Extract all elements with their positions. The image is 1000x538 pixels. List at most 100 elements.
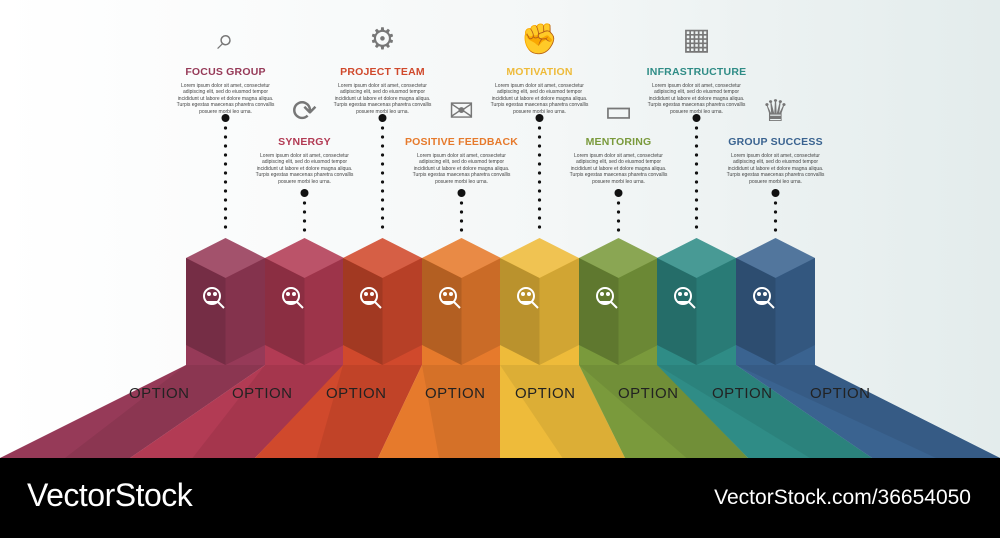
connector-dot bbox=[223, 144, 228, 148]
connector-dot bbox=[616, 219, 621, 223]
connector-dot bbox=[694, 189, 699, 193]
cube-side bbox=[382, 258, 422, 365]
connector-dot bbox=[223, 216, 228, 220]
label-title: MENTORING bbox=[585, 136, 652, 148]
cube-front bbox=[736, 258, 776, 365]
label-block: FOCUS GROUP Lorem ipsum dolor sit amet, c… bbox=[161, 66, 291, 115]
connector-dot bbox=[773, 210, 778, 214]
label-description: Lorem ipsum dolor sit amet, consectetur … bbox=[333, 83, 432, 115]
connector-dot bbox=[459, 219, 464, 223]
floor-strip-shadow bbox=[192, 365, 344, 458]
floor-strip-shadow bbox=[500, 365, 625, 458]
floor-strip-shadow bbox=[579, 365, 748, 458]
connector-anchor bbox=[692, 114, 701, 122]
footer-bar: VectorStock VectorStock.com/36654050 bbox=[0, 458, 1000, 538]
option-label: OPTION bbox=[515, 385, 576, 402]
connector-dot bbox=[773, 201, 778, 205]
label-title: INFRASTRUCTURE bbox=[646, 66, 747, 78]
floor-strip-shadow bbox=[422, 365, 501, 458]
cube-side bbox=[225, 258, 265, 365]
connector-dot bbox=[537, 207, 542, 211]
label-description: Lorem ipsum dolor sit amet, consectetur … bbox=[569, 153, 668, 185]
cube bbox=[736, 238, 815, 365]
cube-front bbox=[265, 258, 305, 365]
connector-dot bbox=[694, 207, 699, 211]
connector-dot bbox=[694, 180, 699, 184]
cube-side bbox=[775, 258, 815, 365]
synergy-cube-icon bbox=[282, 287, 304, 309]
infrastructure-cube-icon bbox=[674, 287, 696, 309]
cubes bbox=[186, 238, 815, 365]
connector-dot bbox=[537, 180, 542, 184]
focus-group-icon: ⌕ bbox=[217, 23, 234, 56]
option-label: OPTION bbox=[712, 385, 773, 402]
connector-anchor bbox=[378, 114, 387, 122]
project-team-icon: ⚙ bbox=[369, 23, 396, 56]
option-label: OPTION bbox=[425, 385, 486, 402]
brand-logo: VectorStock bbox=[27, 477, 193, 513]
connector-dot bbox=[380, 153, 385, 157]
label-title: FOCUS GROUP bbox=[185, 66, 266, 78]
option-label: OPTION bbox=[810, 385, 871, 402]
connector-dot bbox=[380, 198, 385, 202]
connector-dot bbox=[616, 201, 621, 205]
connector-dots bbox=[221, 114, 780, 232]
connector-dot bbox=[537, 171, 542, 175]
image-id: VectorStock.com/36654050 bbox=[714, 486, 971, 509]
label-block: MENTORING Lorem ipsum dolor sit amet, con… bbox=[554, 136, 684, 185]
connector-dot bbox=[537, 216, 542, 220]
connector-dot bbox=[223, 180, 228, 184]
connector-dot bbox=[537, 162, 542, 166]
cube bbox=[186, 238, 265, 365]
synergy-icon: ⟳ bbox=[291, 95, 318, 128]
motivation-cube-icon bbox=[517, 287, 539, 309]
connector-dot bbox=[223, 225, 228, 229]
label-block: INFRASTRUCTURE Lorem ipsum dolor sit amet… bbox=[632, 66, 762, 115]
floor-strips bbox=[0, 365, 1000, 458]
cube bbox=[265, 238, 344, 365]
project-team-cube-icon bbox=[360, 287, 382, 309]
label-description: Lorem ipsum dolor sit amet, consectetur … bbox=[647, 83, 746, 115]
connector-dot bbox=[537, 144, 542, 148]
group-success-icon: ♛ bbox=[762, 95, 789, 128]
connector-dot bbox=[694, 162, 699, 166]
cube-side bbox=[304, 258, 344, 365]
connector-dot bbox=[302, 201, 307, 205]
cube bbox=[422, 238, 501, 365]
connector-dot bbox=[223, 162, 228, 166]
cube-side bbox=[618, 258, 658, 365]
connector-dot bbox=[537, 153, 542, 157]
group-success-cube-icon bbox=[753, 287, 775, 309]
connector-dot bbox=[694, 198, 699, 202]
option-label: OPTION bbox=[129, 385, 190, 402]
connector-dot bbox=[616, 228, 621, 232]
connector-dot bbox=[380, 189, 385, 193]
connector-dot bbox=[459, 210, 464, 214]
connector-dot bbox=[773, 219, 778, 223]
connector-dot bbox=[537, 126, 542, 130]
label-title: SYNERGY bbox=[278, 136, 331, 148]
connector-dot bbox=[616, 210, 621, 214]
connector-dot bbox=[380, 216, 385, 220]
cube-front bbox=[500, 258, 540, 365]
connector-dot bbox=[223, 198, 228, 202]
motivation-icon: ✊ bbox=[520, 23, 559, 56]
connector-dot bbox=[223, 126, 228, 130]
label-description: Lorem ipsum dolor sit amet, consectetur … bbox=[176, 83, 275, 115]
cube-side bbox=[696, 258, 736, 365]
connector-dot bbox=[380, 144, 385, 148]
label-title: GROUP SUCCESS bbox=[728, 136, 823, 148]
cube-front bbox=[343, 258, 383, 365]
label-description: Lorem ipsum dolor sit amet, consectetur … bbox=[490, 83, 589, 115]
connector-anchor bbox=[300, 189, 309, 197]
connector-dot bbox=[459, 201, 464, 205]
positive-feedback-cube-icon bbox=[439, 287, 461, 309]
connector-anchor bbox=[457, 189, 466, 197]
label-title: MOTIVATION bbox=[506, 66, 573, 78]
cube-front bbox=[579, 258, 619, 365]
cube bbox=[500, 238, 579, 365]
option-label: OPTION bbox=[232, 385, 293, 402]
